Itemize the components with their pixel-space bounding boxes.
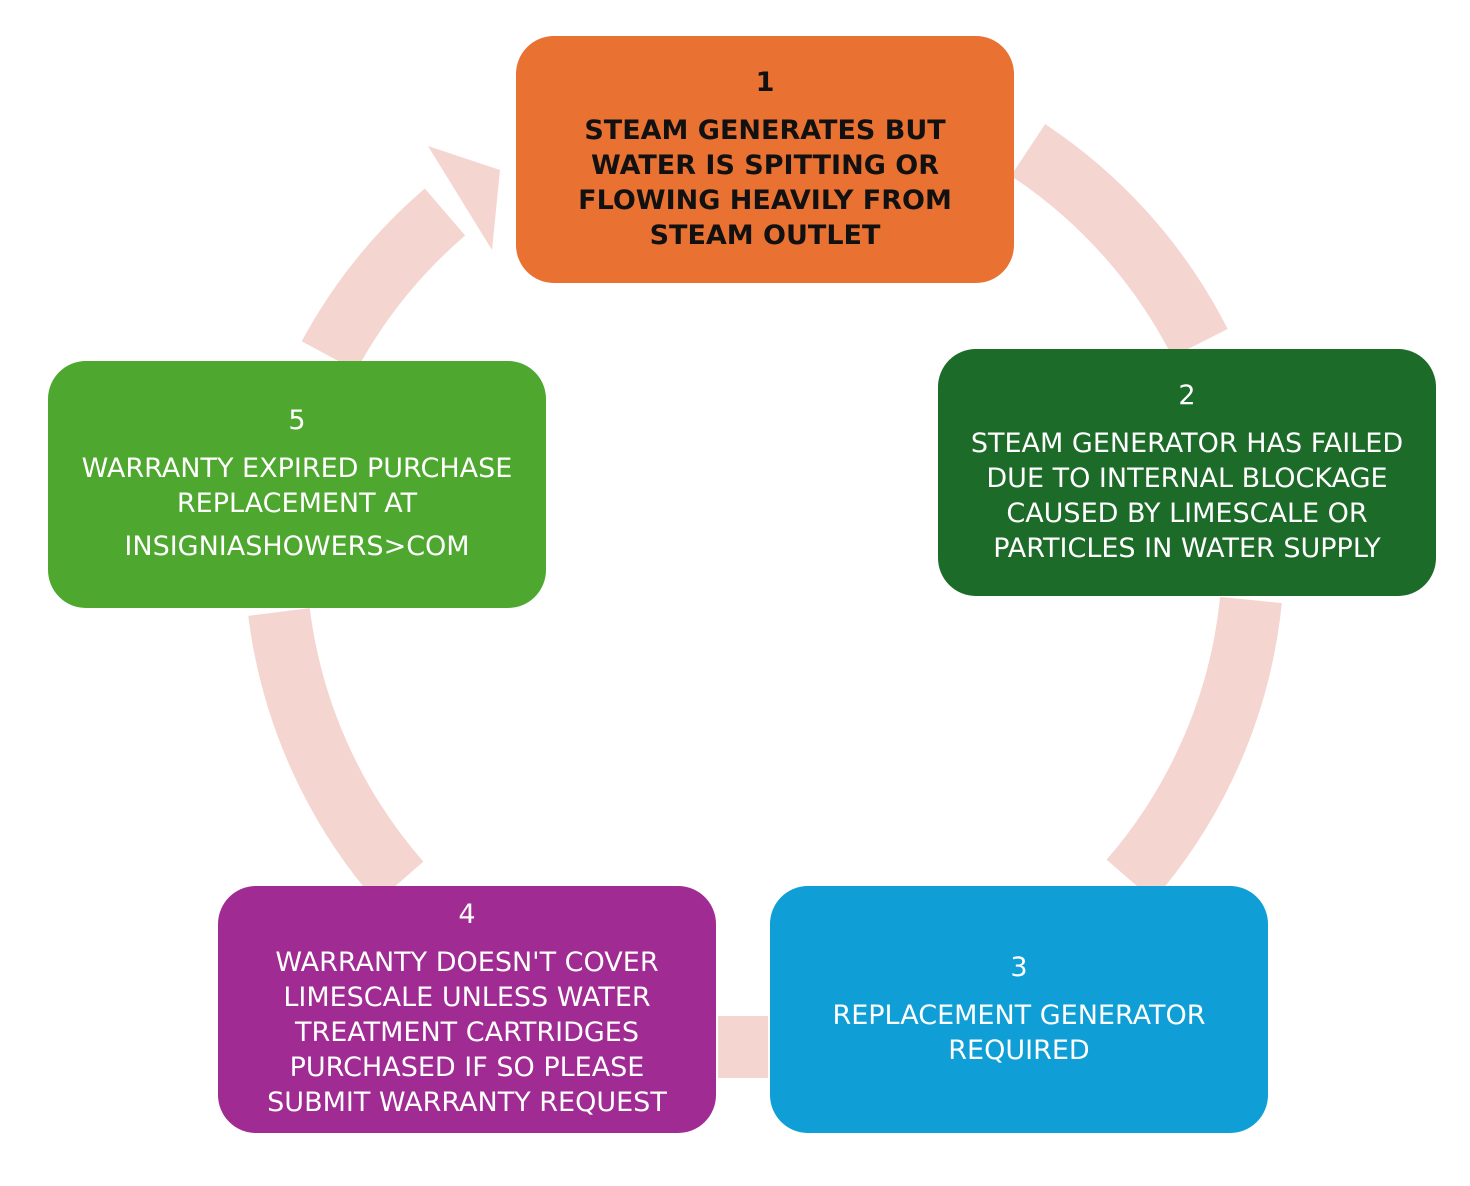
- step-5-node: 5 WARRANTY EXPIRED PURCHASE REPLACEMENT …: [48, 361, 546, 608]
- step-4-line: PURCHASED IF SO PLEASE: [289, 1052, 645, 1083]
- step-1-text: STEAM GENERATES BUT WATER IS SPITTING OR…: [578, 113, 952, 253]
- step-3-text: REPLACEMENT GENERATOR REQUIRED: [832, 998, 1205, 1068]
- step-4-line: LIMESCALE UNLESS WATER: [283, 982, 651, 1013]
- ring-segment-4-5: [248, 607, 424, 903]
- step-3-line: REQUIRED: [948, 1034, 1090, 1066]
- step-4-number: 4: [458, 899, 476, 930]
- step-1-line: WATER IS SPITTING OR: [591, 149, 939, 181]
- step-5-line: REPLACEMENT AT: [176, 488, 418, 519]
- step-4-node: 4 WARRANTY DOESN'T COVER LIMESCALE UNLES…: [218, 886, 716, 1133]
- ring-segment-1-2: [1010, 124, 1228, 358]
- step-2-text: STEAM GENERATOR HAS FAILED DUE TO INTERN…: [971, 426, 1403, 566]
- step-4-line: SUBMIT WARRANTY REQUEST: [267, 1087, 667, 1118]
- step-2-line: PARTICLES IN WATER SUPPLY: [993, 532, 1381, 564]
- step-2-line: STEAM GENERATOR HAS FAILED: [970, 427, 1404, 459]
- step-2-node: 2 STEAM GENERATOR HAS FAILED DUE TO INTE…: [938, 349, 1436, 596]
- ring-segment-5-1: [301, 188, 466, 372]
- step-5-number: 5: [288, 405, 306, 436]
- step-4-text: WARRANTY DOESN'T COVER LIMESCALE UNLESS …: [267, 945, 667, 1120]
- step-4-line: TREATMENT CARTRIDGES: [294, 1017, 640, 1048]
- cycle-arrowhead: [428, 146, 500, 250]
- step-1-line: FLOWING HEAVILY FROM: [578, 184, 952, 216]
- step-1-number: 1: [755, 66, 775, 98]
- step-5-line: WARRANTY EXPIRED PURCHASE: [81, 453, 513, 484]
- step-1-node: 1 STEAM GENERATES BUT WATER IS SPITTING …: [516, 36, 1014, 283]
- ring-segment-2-3: [1106, 596, 1282, 901]
- step-5-text: WARRANTY EXPIRED PURCHASE REPLACEMENT AT: [82, 451, 513, 521]
- step-3-node: 3 REPLACEMENT GENERATOR REQUIRED: [770, 886, 1268, 1133]
- step-1-line: STEAM GENERATES BUT: [584, 114, 946, 146]
- step-3-line: REPLACEMENT GENERATOR: [832, 999, 1206, 1031]
- step-2-number: 2: [1178, 379, 1196, 411]
- step-1-line: STEAM OUTLET: [649, 219, 881, 251]
- step-3-number: 3: [1010, 951, 1028, 983]
- step-4-line: WARRANTY DOESN'T COVER: [275, 947, 659, 978]
- step-2-line: DUE TO INTERNAL BLOCKAGE: [986, 462, 1388, 494]
- step-5-website: INSIGNIASHOWERS>COM: [124, 531, 470, 562]
- step-2-line: CAUSED BY LIMESCALE OR: [1006, 497, 1368, 529]
